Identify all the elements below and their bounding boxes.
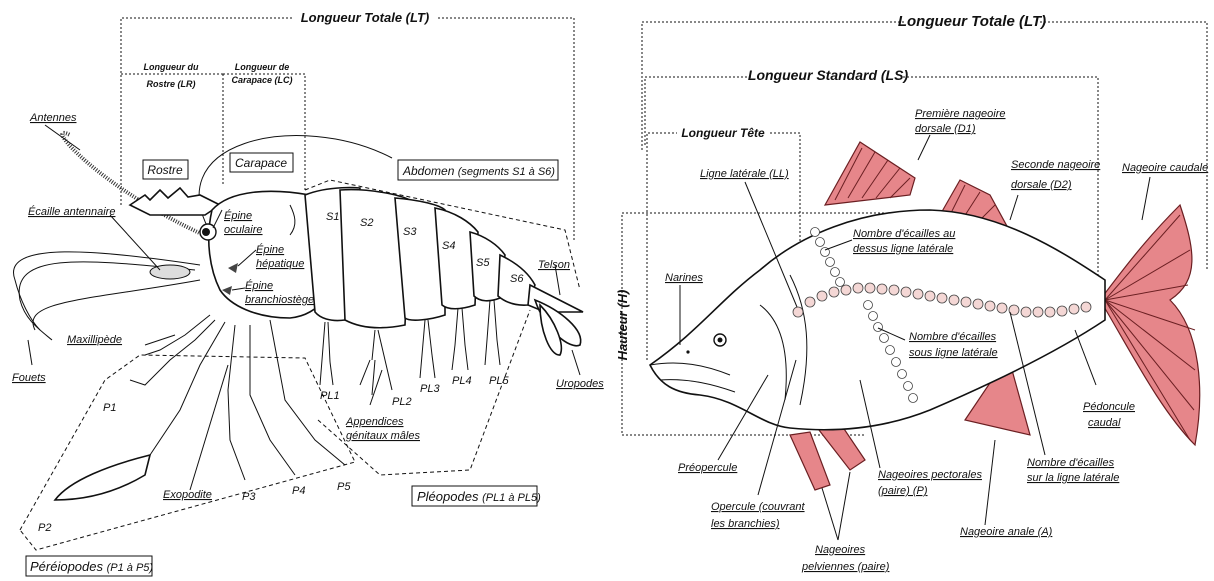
crayfish-length-total: Longueur Totale (LT) bbox=[301, 10, 430, 25]
pereiopod-p2-arm bbox=[150, 322, 225, 455]
fish-eye-pupil bbox=[718, 338, 723, 343]
pleopod-label-pl4: PL4 bbox=[452, 375, 472, 387]
pereiopod-label-p1: P1 bbox=[103, 402, 116, 414]
ecailles-sous-label-1: Nombre d'écailles bbox=[909, 331, 997, 343]
ecailles-sur-label-1: Nombre d'écailles bbox=[1027, 457, 1115, 469]
length-rostrum-line1: Longueur du bbox=[144, 62, 199, 72]
antenna-long bbox=[62, 133, 215, 240]
first-dorsal-fin bbox=[825, 142, 915, 205]
ecaille-antennaire-label: Écaille antennaire bbox=[28, 205, 115, 218]
segment-label-s2: S2 bbox=[360, 217, 373, 229]
exopodite-label: Exopodite bbox=[163, 489, 212, 501]
fish-panel: Longueur Totale (LT) Longueur Standard (… bbox=[615, 13, 1208, 573]
ecailles-sous-label-2: sous ligne latérale bbox=[909, 347, 998, 359]
segment-label-s6: S6 bbox=[510, 273, 524, 285]
pleopod-label-pl5: PL5 bbox=[489, 375, 509, 387]
uropodes-label: Uropodes bbox=[556, 378, 604, 390]
abdomen-label: Abdomen (segments S1 à S6) bbox=[402, 164, 555, 178]
pelviennes-label-1: Nageoires bbox=[815, 544, 866, 556]
opercule-label-2: les branchies) bbox=[711, 518, 780, 530]
length-carapace-line1: Longueur de bbox=[235, 62, 290, 72]
lc-bracket bbox=[223, 74, 305, 190]
rostrum-shape bbox=[130, 188, 220, 215]
pereiopods-outline bbox=[20, 355, 355, 550]
pereiopodes-label: Péréiopodes (P1 à P5) bbox=[30, 559, 153, 574]
epine-branchiostege-label-2: branchiostège bbox=[245, 294, 314, 306]
epine-hepatique-label-2: hépatique bbox=[256, 258, 304, 270]
d1-label-2: dorsale (D1) bbox=[915, 123, 976, 135]
pelviennes-label-2: pelviennes (paire) bbox=[801, 561, 890, 573]
ecailles-dessus-label-2: dessus ligne latérale bbox=[853, 243, 953, 255]
narines-label: Narines bbox=[665, 272, 703, 284]
telson-shape bbox=[528, 285, 583, 312]
segment-label-s1: S1 bbox=[326, 211, 339, 223]
pectorales-label-1: Nageoires pectorales bbox=[878, 469, 982, 481]
epine-oculaire-label-1: Épine bbox=[224, 209, 252, 222]
epine-branchiostege-label-1: Épine bbox=[245, 279, 273, 292]
pleopod-5 bbox=[485, 300, 500, 365]
segment-label-s3: S3 bbox=[403, 226, 417, 238]
antennes-label: Antennes bbox=[29, 112, 77, 124]
maxillipede-label: Maxillipède bbox=[67, 334, 122, 346]
pleopod-1 bbox=[320, 322, 333, 385]
crayfish-panel: Longueur Totale (LT) Longueur du Rostre … bbox=[12, 10, 604, 576]
d1-label-1: Première nageoire bbox=[915, 108, 1006, 120]
pereiopod-p4 bbox=[250, 325, 295, 475]
pereiopod-label-p2: P2 bbox=[38, 522, 51, 534]
fouets-label: Fouets bbox=[12, 372, 46, 384]
fish-length-head: Longueur Tête bbox=[681, 126, 765, 140]
pereiopod-p3 bbox=[228, 325, 245, 480]
pereiopod-p2-claw bbox=[55, 455, 150, 500]
epine-oculaire-label-2: oculaire bbox=[224, 224, 263, 236]
pleopod-4 bbox=[452, 308, 468, 370]
fish-nostril bbox=[686, 350, 689, 353]
pedoncule-label-2: caudal bbox=[1088, 417, 1121, 429]
fish-head-bracket-left bbox=[647, 133, 677, 360]
ecailles-sur-label-2: sur la ligne latérale bbox=[1027, 472, 1119, 484]
carapace-label: Carapace bbox=[235, 156, 287, 170]
fish-hauteur: Hauteur (H) bbox=[615, 290, 630, 361]
antennal-scale-shape bbox=[150, 265, 190, 279]
pleopod-3 bbox=[420, 320, 435, 378]
appendices-label-2: génitaux mâles bbox=[346, 430, 420, 442]
ligne-laterale-label: Ligne latérale (LL) bbox=[700, 168, 789, 180]
fish-length-standard: Longueur Standard (LS) bbox=[748, 67, 909, 83]
pereiopod-label-p4: P4 bbox=[292, 485, 305, 497]
opercule-label-1: Opercule (couvrant bbox=[711, 501, 805, 513]
pleopod-label-pl2: PL2 bbox=[392, 396, 412, 408]
antenna-whip-2 bbox=[13, 252, 200, 330]
rostre-label: Rostre bbox=[147, 163, 183, 177]
anale-label: Nageoire anale (A) bbox=[960, 526, 1053, 538]
pleopodes-label: Pléopodes (PL1 à PL5) bbox=[417, 489, 541, 504]
d2-label-1: Seconde nageoire bbox=[1011, 159, 1100, 171]
length-carapace-line2: Carapace (LC) bbox=[231, 75, 292, 85]
pereiopod-p1 bbox=[130, 320, 215, 385]
pedoncule-label-1: Pédoncule bbox=[1083, 401, 1135, 413]
appendices-label-1: Appendices bbox=[345, 416, 404, 428]
preopercule-label: Préopercule bbox=[678, 462, 737, 474]
lt-bracket-right bbox=[438, 18, 574, 240]
pleopod-2 bbox=[360, 330, 392, 395]
segment-label-s4: S4 bbox=[442, 240, 455, 252]
telson-label: Telson bbox=[538, 259, 570, 271]
antenna-whip-3 bbox=[33, 280, 200, 330]
length-rostrum-line2: Rostre (LR) bbox=[147, 79, 196, 89]
segment-label-s5: S5 bbox=[476, 257, 490, 269]
pereiopod-label-p5: P5 bbox=[337, 481, 351, 493]
pectorales-label-2: (paire) (P) bbox=[878, 485, 928, 497]
eye-pupil bbox=[202, 228, 210, 236]
epine-hepatique-label-1: Épine bbox=[256, 243, 284, 256]
pleopod-label-pl3: PL3 bbox=[420, 383, 440, 395]
fish-length-total: Longueur Totale (LT) bbox=[898, 13, 1046, 30]
ecailles-dessus-label-1: Nombre d'écailles au bbox=[853, 228, 955, 240]
pelvic-fin-2 bbox=[790, 432, 830, 490]
d2-label-2: dorsale (D2) bbox=[1011, 179, 1072, 191]
caudale-label: Nageoire caudale bbox=[1122, 162, 1208, 174]
